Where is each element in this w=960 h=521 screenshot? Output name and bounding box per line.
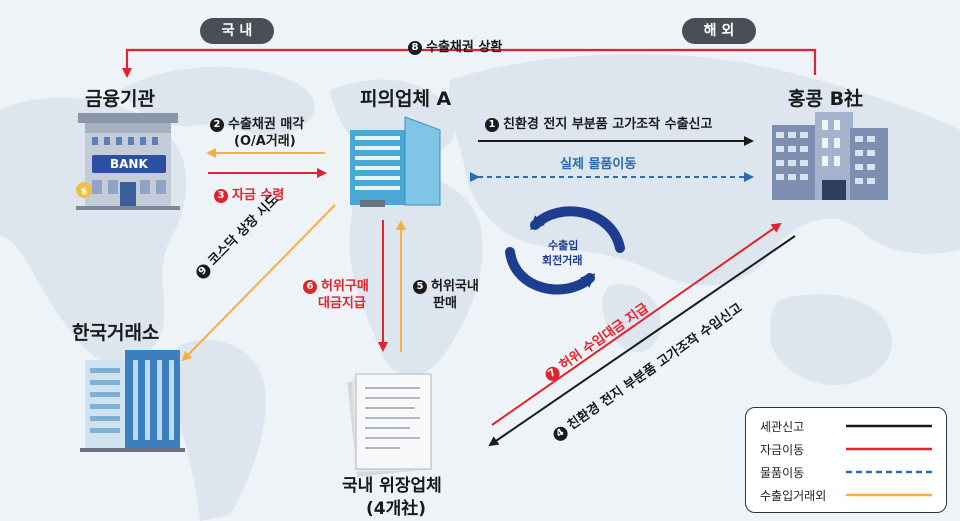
step-2-text: 수출채권 매각 — [228, 117, 305, 132]
legend-customs-label: 세관신고 — [760, 420, 805, 434]
legend: 세관신고 자금이동 물품이동 수출입거래외 — [745, 407, 947, 513]
step-5-text: 허위국내 — [431, 279, 479, 294]
node-bank: 금융기관 — [85, 88, 155, 110]
svg-text:$: $ — [81, 187, 87, 197]
node-exchange: 한국거래소 — [72, 322, 160, 344]
circular-trade-subtext: 회전거래 — [542, 254, 583, 267]
documents-icon — [347, 373, 432, 477]
exchange-icon — [80, 350, 185, 452]
step-2-label: 2 수출채권 매각 — [210, 113, 304, 132]
node-fake-company-count: (4개社) — [366, 499, 427, 519]
step-8-text: 수출채권 상환 — [426, 40, 503, 55]
company-b-icon — [772, 112, 888, 200]
node-company-b: 홍콩 B社 — [788, 88, 864, 110]
circular-arrow-top — [530, 206, 625, 253]
region-domestic: 국 내 — [200, 18, 274, 44]
step-5-label: 5 허위국내 — [413, 275, 479, 294]
step-8-label: 8 수출채권 상환 — [408, 36, 502, 55]
step-8-badge: 8 — [408, 41, 422, 55]
step-6-label: 6 허위구매 — [303, 275, 369, 294]
step-6-badge: 6 — [303, 280, 317, 294]
region-overseas: 해 외 — [682, 18, 756, 44]
step-1-label: 1 친환경 전지 부분품 고가조작 수출신고 — [485, 113, 712, 132]
arrow-8-repayment — [122, 48, 817, 78]
legend-lines — [846, 424, 932, 497]
step-1-text: 친환경 전지 부분품 고가조작 수출신고 — [503, 117, 713, 132]
arrow-9-kosdaq — [181, 204, 336, 362]
step-6-subtext: 대금지급 — [318, 296, 366, 311]
circular-arrow-bottom — [505, 247, 596, 295]
arrow-4-import-declaration — [488, 235, 796, 447]
step-6-text: 허위구매 — [321, 279, 369, 294]
real-goods-label: 실제 물품이동 — [560, 157, 637, 172]
company-a-icon — [350, 116, 441, 207]
bank-sign: BANK — [110, 157, 148, 171]
step-3-badge: 3 — [214, 189, 228, 203]
legend-goods-label: 물품이동 — [760, 466, 805, 480]
node-fake-company: 국내 위장업체 — [342, 476, 442, 496]
arrow-7-payment — [491, 222, 782, 426]
step-2-subtext: (O/A거래) — [234, 134, 296, 149]
step-3-text: 자금 수령 — [232, 188, 285, 203]
step-5-badge: 5 — [413, 280, 427, 294]
circular-trade-label: 수출입 — [548, 239, 579, 252]
step-5-subtext: 판매 — [433, 296, 457, 311]
step-1-badge: 1 — [485, 118, 499, 132]
step-2-badge: 2 — [210, 118, 224, 132]
legend-other-label: 수출입거래외 — [760, 489, 827, 503]
legend-funds-label: 자금이동 — [760, 443, 805, 457]
bank-icon: $ — [76, 113, 180, 210]
step-3-label: 3 자금 수령 — [214, 184, 284, 203]
node-company-a: 피의업체 A — [360, 88, 452, 110]
